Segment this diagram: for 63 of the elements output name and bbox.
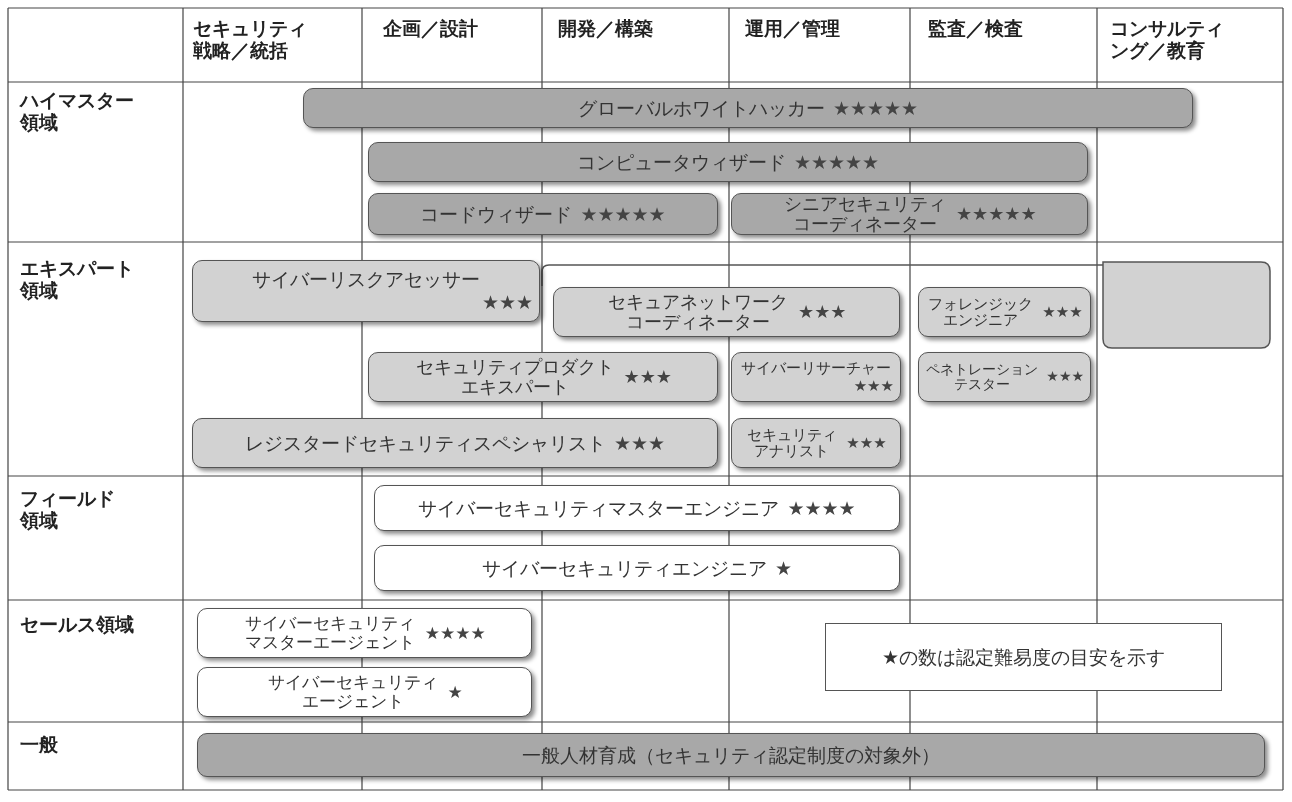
note-box [825, 623, 1222, 691]
row-header: ハイマスター領域 [20, 90, 135, 134]
certification-name: サイバーセキュリティマスターエージェント [244, 614, 416, 652]
certification-name: グローバルホワイトハッカー [577, 97, 825, 119]
certification-name: サイバーセキュリティマスターエンジニア [418, 497, 780, 519]
certification-name: サイバーセキュリティエージェント [266, 673, 439, 711]
difficulty-stars: ★★★ [1042, 303, 1083, 321]
difficulty-stars: ★★★★★ [955, 204, 1037, 224]
certification-bar [197, 733, 1265, 777]
certification-bar [553, 287, 900, 337]
certification-bar [731, 352, 901, 402]
difficulty-stars: ★★★★ [424, 623, 486, 643]
column-header: 運用／管理 [745, 18, 840, 40]
certification-bar [374, 545, 900, 591]
certification-bar [731, 418, 901, 468]
row-header: フィールド領域 [20, 488, 116, 532]
certification-bar [192, 418, 718, 468]
difficulty-stars: ★★★ [481, 292, 533, 313]
certification-bar [918, 352, 1091, 402]
column-header: コンサルティング／教育 [1110, 18, 1225, 62]
certification-name: サイバーリスクアセッサー [252, 269, 480, 290]
difficulty-stars: ★★★★★ [793, 151, 880, 173]
difficulty-stars: ★★★ [846, 434, 887, 452]
certification-bar [368, 193, 718, 235]
certification-bar [197, 667, 532, 717]
column-header: 開発／構築 [558, 18, 653, 40]
certification-bar [731, 193, 1088, 235]
difficulty-stars: ★ [447, 682, 463, 702]
certification-bar [368, 352, 718, 402]
certification-bar [303, 88, 1193, 128]
column-header: セキュリティ戦略／統括 [193, 18, 308, 62]
certification-name: 一般人材育成（セキュリティ認定制度の対象外） [522, 744, 940, 766]
difficulty-stars: ★★★★★ [580, 203, 666, 225]
column-header: 企画／設計 [383, 18, 478, 40]
row-header: 一般 [20, 734, 58, 756]
certification-bar [197, 608, 532, 658]
difficulty-stars: ★★★ [798, 302, 847, 322]
certification-bar [918, 287, 1091, 337]
certification-name: フォレンジックエンジニア [926, 295, 1034, 329]
certification-bar [192, 260, 540, 322]
difficulty-stars: ★★★ [613, 432, 666, 454]
certification-name: コンピュータウィザード [576, 151, 786, 173]
certification-bar [374, 485, 900, 531]
difficulty-stars: ★ [774, 557, 792, 579]
certification-name: セキュアネットワークコーディネーター [607, 292, 790, 332]
difficulty-stars: ★★★ [853, 378, 894, 395]
difficulty-stars: ★★★ [623, 367, 672, 387]
certification-name: ペネトレーションテスター [925, 361, 1039, 393]
certification-name: レジスタードセキュリティスペシャリスト [244, 432, 606, 454]
difficulty-stars: ★★★ [1046, 369, 1084, 385]
certification-bar [368, 142, 1088, 182]
certification-name: サイバーセキュリティエンジニア [481, 557, 767, 579]
difficulty-stars: ★★★★★ [832, 97, 919, 119]
difficulty-stars: ★★★★ [787, 497, 856, 519]
row-header: エキスパート領域 [20, 258, 135, 302]
row-header: セールス領域 [20, 614, 134, 636]
certification-name: セキュリティアナリスト [745, 426, 838, 460]
column-header: 監査／検査 [928, 18, 1023, 40]
certification-name: サイバーリサーチャー [741, 359, 891, 376]
note-text: ★の数は認定難易度の目安を示す [881, 646, 1165, 668]
certification-name: コードウィザード [420, 203, 573, 225]
certification-name: シニアセキュリティコーディネーター [783, 194, 948, 234]
certification-name: セキュリティプロダクトエキスパート [414, 357, 615, 397]
